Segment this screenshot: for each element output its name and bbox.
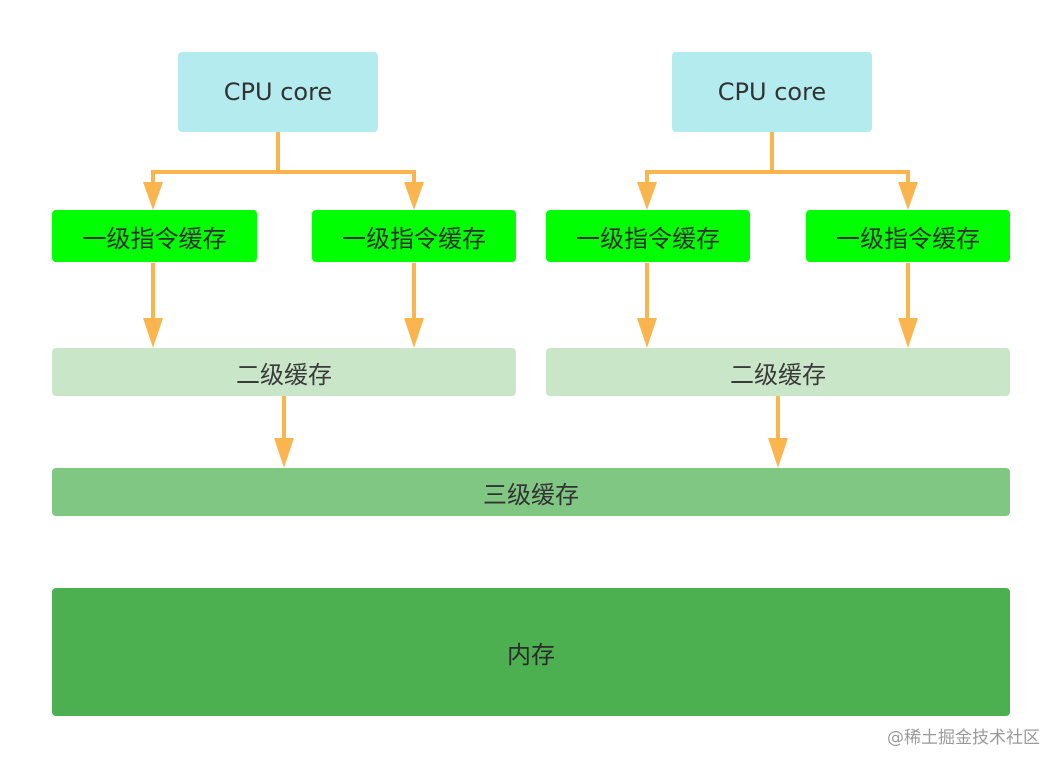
arrowhead-7 [637,318,657,348]
cpu1-branch-line [151,131,416,188]
arrowhead-5 [143,318,163,348]
arrowhead-10 [768,438,788,468]
arrowhead-6 [404,318,424,348]
arrowhead-9 [274,438,294,468]
arrowhead-4 [898,182,918,210]
l2-cache-box-1: 二级缓存 [52,348,516,396]
l1-cache-box-3: 一级指令缓存 [546,210,750,262]
l3-cache-label: 三级缓存 [483,480,579,509]
watermark-text: @稀土掘金技术社区 [887,728,1040,748]
arrowhead-1 [143,182,163,210]
l2-cache-label: 二级缓存 [730,360,826,389]
cpu-core-box-1: CPU core [178,52,378,132]
l1-cache-box-1: 一级指令缓存 [52,210,257,262]
l1-cache-label: 一级指令缓存 [576,224,720,253]
l1-cache-label: 一级指令缓存 [836,224,980,253]
l1-cache-label: 一级指令缓存 [342,224,486,253]
cpu-core-box-2: CPU core [672,52,872,132]
cpu2-branch-line [645,131,910,188]
memory-box: 内存 [52,588,1010,716]
l1-cache-box-2: 一级指令缓存 [312,210,516,262]
l2-cache-label: 二级缓存 [236,360,332,389]
cpu-core-label-1: CPU core [223,78,333,106]
cpu-core-label-2: CPU core [717,78,827,106]
l3-cache-box: 三级缓存 [52,468,1010,516]
l1-cache-label: 一级指令缓存 [82,224,227,253]
arrowhead-3 [637,182,657,210]
arrowhead-2 [404,182,424,210]
arrowhead-8 [898,318,918,348]
memory-label: 内存 [507,640,555,669]
l1-cache-box-4: 一级指令缓存 [806,210,1010,262]
l2-cache-box-2: 二级缓存 [546,348,1010,396]
